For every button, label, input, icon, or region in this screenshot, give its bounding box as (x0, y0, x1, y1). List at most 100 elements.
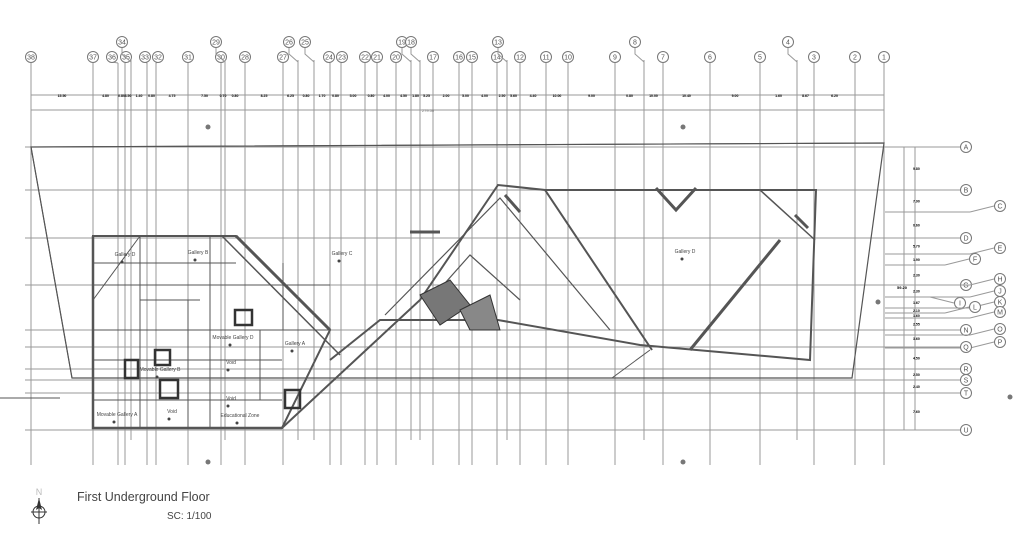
inner-triangle (384, 197, 611, 331)
dimension-value: 8.67 (802, 94, 809, 98)
grid-label-col-37: 37 (89, 55, 97, 62)
grid-leader (969, 328, 995, 336)
grid-bubble-29 (210, 36, 222, 48)
grid-label-row-Q: Q (963, 345, 969, 352)
east-gallery-wall (329, 189, 818, 362)
dimension-value: 10.00 (553, 94, 562, 98)
corridor-inner (221, 235, 341, 356)
grid-label-row-F: F (973, 257, 977, 264)
grid-label-col-18: 18 (407, 40, 415, 47)
dimension-value: 9.80 (913, 167, 920, 171)
elevator-core (123, 358, 140, 380)
north-arrow-icon: N (28, 486, 50, 531)
grid-bubble-38 (25, 51, 37, 63)
grid-leader (929, 296, 955, 304)
level-marker-icon (290, 349, 294, 353)
dimension-value: 5.00 (350, 94, 357, 98)
grid-bubble-D (960, 232, 972, 244)
entry-chevron (654, 186, 698, 213)
diagonal-ramp-line (30, 142, 885, 148)
stair-block (793, 213, 810, 230)
grid-bubble-6 (704, 51, 716, 63)
dimension-value: 6.20 (831, 94, 838, 98)
dimension-value: 9.00 (588, 94, 595, 98)
dimension-value: 0.80 (303, 94, 310, 98)
level-marker-icon (680, 257, 684, 261)
grid-label-col-20: 20 (392, 55, 400, 62)
grid-label-col-19: 19 (398, 40, 406, 47)
grid-leader (401, 47, 412, 63)
dimension-value: 2.30 (913, 290, 920, 294)
dimension-value: 1.40 (136, 94, 143, 98)
grid-label-row-H: H (997, 277, 1002, 284)
dimension-value: 2.40 (913, 385, 920, 389)
dimension-value: 0.80 (368, 94, 375, 98)
grid-bubble-36 (106, 51, 118, 63)
grid-label-row-J: J (998, 289, 1002, 296)
level-marker-icon (228, 343, 232, 347)
survey-point-icon (680, 124, 686, 130)
grid-label-row-S: S (964, 378, 969, 385)
grid-leader (787, 47, 798, 63)
room-label: Void (226, 360, 236, 366)
grid-leader (969, 290, 995, 298)
room-label: Movable Gallery B (140, 367, 182, 373)
grid-label-col-34: 34 (118, 40, 126, 47)
dimension-value: 2.10 (913, 309, 920, 313)
grid-bubble-25 (299, 36, 311, 48)
dimension-value: 1.60 (775, 94, 782, 98)
room-label: Void (226, 396, 236, 402)
grid-label-col-6: 6 (708, 55, 712, 62)
dimension-value: 15.50 (58, 94, 67, 98)
grid-label-row-P: P (998, 340, 1003, 347)
grid-bubble-28 (239, 51, 251, 63)
grid-label-col-22: 22 (361, 55, 369, 62)
grid-bubble-16 (453, 51, 465, 63)
central-triangle (281, 183, 653, 429)
dimension-value: 4.75 (169, 94, 176, 98)
grid-label-col-5: 5 (758, 55, 762, 62)
level-marker-icon (193, 258, 197, 262)
dimension-value: 10.40 (682, 94, 691, 98)
elevator-core (158, 378, 180, 400)
elevator-core (233, 308, 254, 327)
dimension-value: 2.00 (443, 94, 450, 98)
north-label: N (36, 487, 43, 497)
dimension-value: 10.00 (649, 94, 658, 98)
grid-label-col-10: 10 (564, 55, 572, 62)
dimension-value: 3.60 (913, 337, 920, 341)
dimension-value: 5.70 (913, 245, 920, 249)
grid-label-col-31: 31 (184, 55, 192, 62)
room-label: Movable Gallery D (212, 335, 254, 341)
grid-bubble-21 (371, 51, 383, 63)
dimension-value: 4.50 (400, 94, 407, 98)
grid-label-row-I: I (959, 301, 961, 308)
level-marker-icon (120, 260, 124, 264)
grid-label-col-26: 26 (285, 40, 293, 47)
grid-bubble-20 (390, 51, 402, 63)
seating-block (419, 279, 471, 326)
grid-bubble-22 (359, 51, 371, 63)
grid-label-col-28: 28 (241, 55, 249, 62)
grid-leader (969, 247, 995, 255)
grid-bubble-A (960, 141, 972, 153)
grid-bubble-B (960, 184, 972, 196)
grid-leader (944, 306, 970, 314)
grid-label-col-33: 33 (141, 55, 149, 62)
room-label: Educational Zone (221, 413, 260, 419)
grid-label-col-12: 12 (516, 55, 524, 62)
grid-label-row-A: A (964, 145, 969, 152)
grid-leader (288, 47, 299, 63)
grid-bubble-P (994, 336, 1006, 348)
dimension-value: 2.30 (913, 274, 920, 278)
dimension-value: 1.90 (913, 258, 920, 262)
grid-bubble-5 (754, 51, 766, 63)
site-edge (30, 146, 73, 379)
dimension-value: 5.00 (462, 94, 469, 98)
dimension-value: 1.60 (913, 314, 920, 318)
grid-bubble-12 (514, 51, 526, 63)
grid-leader (969, 311, 995, 319)
grid-label-col-2: 2 (853, 55, 857, 62)
